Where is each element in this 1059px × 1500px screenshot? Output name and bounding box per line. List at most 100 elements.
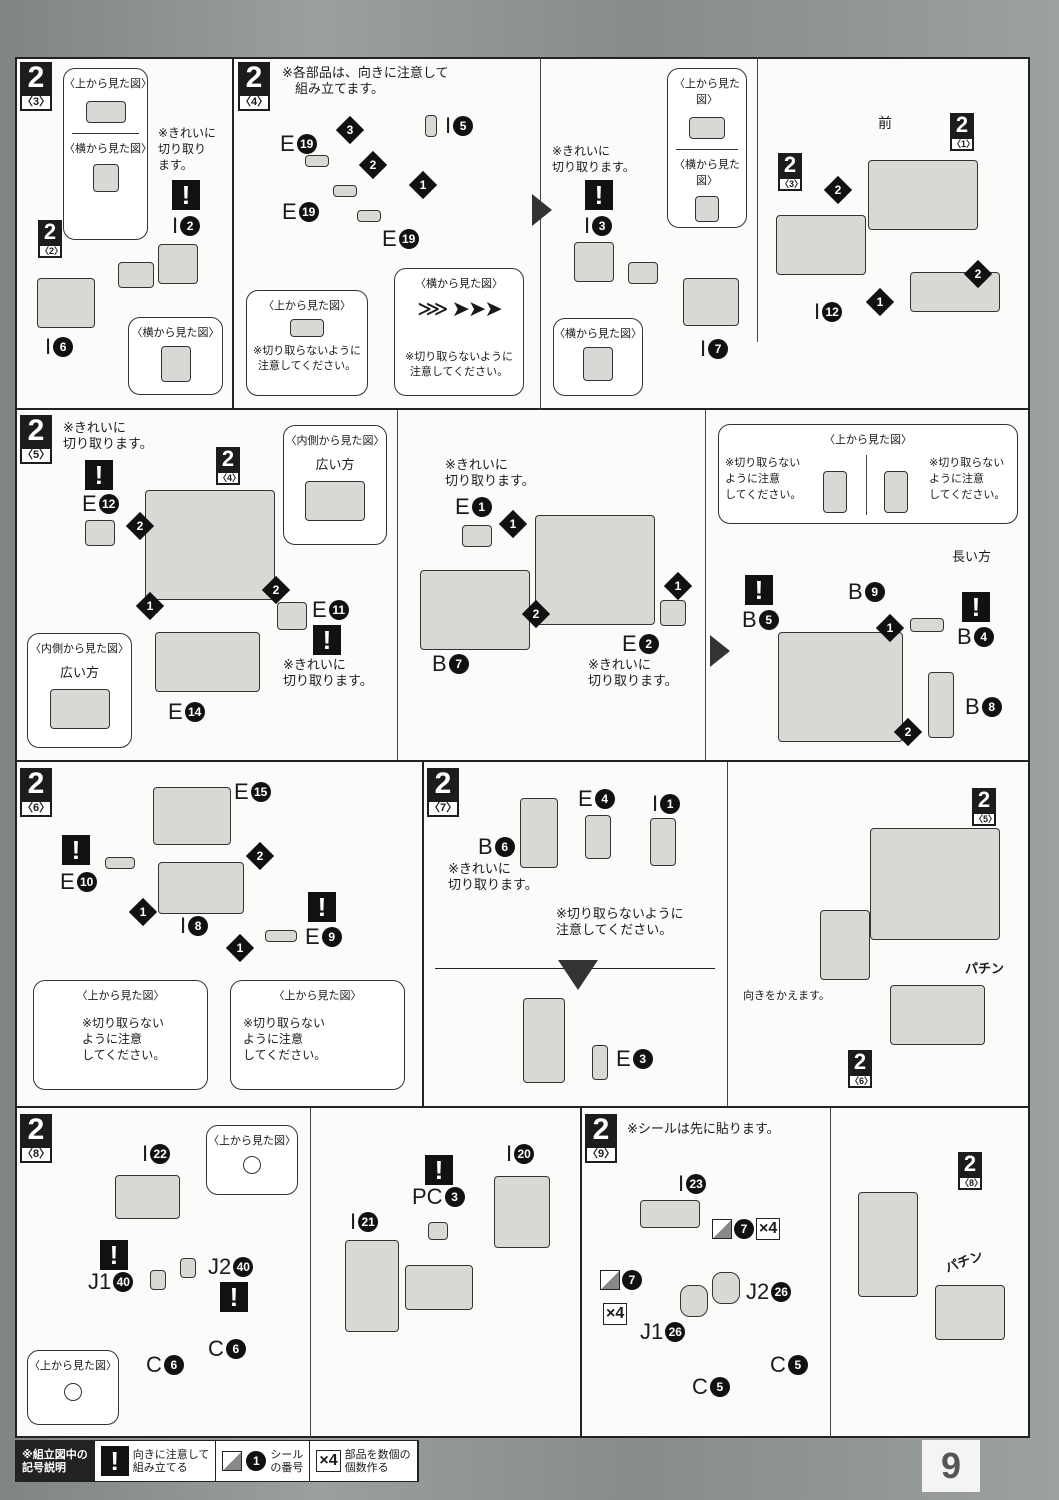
warning-icon: ! — [425, 1155, 453, 1185]
part-drawing — [712, 1272, 740, 1304]
part-drawing — [858, 1192, 918, 1297]
part-drawing — [778, 632, 903, 742]
warning-icon: ! — [313, 625, 341, 655]
part-drawing — [37, 278, 95, 328]
callout-title: 〈横から見た図〉 — [415, 277, 503, 290]
callout-box: 〈上から見た図〉 — [206, 1125, 298, 1195]
callout-title: 〈横から見た図〉 — [64, 142, 152, 155]
part-drawing — [425, 115, 437, 137]
step-order-diamond: 1 — [865, 287, 895, 317]
part-drawing — [660, 600, 686, 626]
step-order-diamond: 2 — [823, 175, 853, 205]
part-drawing — [574, 242, 614, 282]
divider — [232, 57, 234, 409]
count-badge: ×4 — [756, 1218, 781, 1240]
part-drawing — [85, 101, 126, 123]
sticker-label: 7 — [600, 1270, 642, 1290]
part-drawing — [180, 1258, 196, 1278]
warning-icon: ! — [745, 575, 773, 605]
sticker-icon — [712, 1219, 732, 1239]
part-drawing — [150, 1270, 166, 1290]
part-drawing — [357, 210, 381, 222]
step-order-diamond: 2 — [358, 150, 388, 180]
part-drawing — [420, 570, 530, 650]
part-drawing — [823, 471, 847, 513]
step-badge: 2〈7〉 — [427, 768, 459, 817]
ref-badge: 2〈1〉 — [950, 112, 976, 151]
step-badge: 2〈3〉 — [20, 62, 52, 111]
part-drawing — [890, 985, 985, 1045]
page-number: 9 — [922, 1440, 980, 1492]
part-drawing — [158, 862, 244, 914]
part-drawing — [155, 632, 260, 692]
note: ※きれいに 切り取ります。 — [283, 658, 373, 689]
divider — [310, 1108, 311, 1438]
divider — [757, 57, 758, 342]
count-label: ×4 — [603, 1303, 628, 1325]
part-drawing — [333, 185, 357, 197]
step-order-diamond: 1 — [498, 509, 528, 539]
part-drawing — [680, 1285, 708, 1317]
part-drawing — [928, 672, 954, 738]
part-drawing — [820, 910, 870, 980]
callout-box: 〈上から見た図〉〈横から見た図〉 — [667, 68, 747, 228]
callout-box: 〈横から見た図〉⋙ ➤➤➤※切り取らないように 注意してください。 — [394, 268, 524, 396]
step-order-diamond: 1 — [875, 613, 905, 643]
step-sub: 〈3〉 — [20, 94, 52, 111]
part-drawing — [592, 1045, 608, 1080]
part-drawing — [145, 490, 275, 600]
warning-icon: ! — [585, 180, 613, 210]
note: ※各部品は、向きに注意して 組み立てます。 — [282, 66, 449, 97]
ref-badge: 2〈2〉 — [38, 219, 64, 258]
part-drawing — [523, 998, 565, 1083]
step-order-diamond: 1 — [135, 591, 165, 621]
part-drawing — [870, 828, 1000, 940]
divider — [830, 1108, 831, 1438]
part-drawing — [868, 160, 978, 230]
part-drawing — [277, 602, 307, 630]
part-drawing — [520, 798, 558, 868]
ref-badge: 2〈6〉 — [848, 1049, 874, 1088]
callout-box: 〈内側から見た図〉広い方 — [27, 633, 132, 748]
step-badge: 2〈6〉 — [20, 768, 52, 817]
note: ※シールは先に貼ります。 — [627, 1122, 780, 1137]
step-order-diamond: 2 — [893, 717, 923, 747]
warning-icon: ! — [62, 835, 90, 865]
callout-box: 〈横から見た図〉 — [553, 318, 643, 396]
part-drawing — [494, 1176, 550, 1248]
divider — [15, 1106, 1030, 1108]
count-badge: ×4 — [603, 1303, 628, 1325]
warning-icon: ! — [962, 592, 990, 622]
divider — [580, 1108, 582, 1438]
part-drawing — [105, 857, 135, 869]
down-arrow-icon — [558, 960, 598, 990]
step-order-diamond: 1 — [225, 933, 255, 963]
divider — [15, 408, 1030, 410]
long-side-label: 長い方 — [952, 550, 992, 565]
sticker-label: 7×4 — [712, 1218, 781, 1240]
callout-title: 〈上から見た図〉 — [263, 299, 351, 312]
callout-box: 〈内側から見た図〉広い方 — [283, 425, 387, 545]
ref-badge: 2〈5〉 — [972, 787, 998, 826]
part-drawing — [462, 525, 492, 547]
step-order-diamond: 2 — [125, 511, 155, 541]
callout-box: 〈上から見た図〉 — [27, 1350, 119, 1425]
